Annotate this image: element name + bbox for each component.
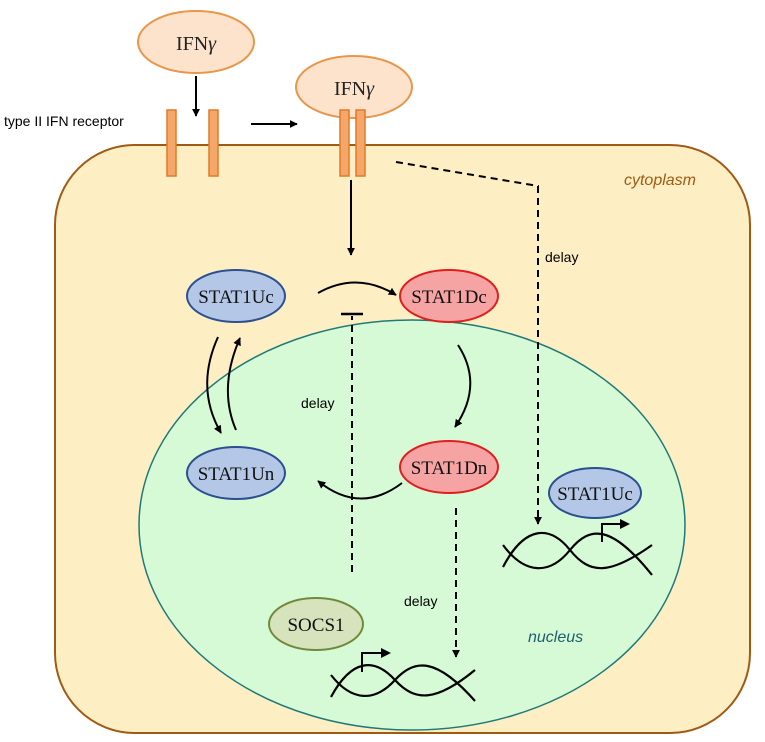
delay-label-cytoplasm: delay (545, 249, 578, 265)
arrow-dephosphorylation (317, 480, 403, 500)
dna-gene-socs1 (330, 664, 476, 702)
stat1uc-label: STAT1Uc (198, 287, 274, 308)
receptor-label: type II IFN receptor (4, 113, 124, 129)
stat1un-label: STAT1Un (198, 464, 275, 485)
bound-receptor-subunit-left (339, 109, 350, 177)
socs1-label: SOCS1 (287, 615, 344, 636)
bound-receptor-subunit-right (355, 109, 366, 177)
stat1un-node (186, 446, 286, 500)
cytoplasm-label: cytoplasm (624, 172, 696, 189)
ifn-gamma-free-label: IFNγ (176, 33, 217, 55)
stat1dc-label: STAT1Dc (411, 287, 487, 308)
stat1uc-gene-node (548, 467, 642, 519)
stat1dn-label: STAT1Dn (411, 458, 488, 479)
receptor-subunit-left (166, 109, 177, 177)
stat1uc-gene-label: STAT1Uc (557, 484, 633, 505)
ifn-gamma-free-node (137, 10, 255, 74)
stat1dc-node (399, 269, 499, 323)
arrow-phosphorylation (317, 281, 397, 296)
nucleus-label: nucleus (528, 629, 583, 646)
stat1dn-node (399, 440, 499, 494)
ifn-gamma-bound-node (295, 55, 413, 119)
arrow-stat1u-export (227, 337, 241, 431)
promoter-arrow-bottom-icon (361, 648, 391, 672)
socs1-node (268, 597, 364, 651)
dashed-delay-path-receptor-to-gene (395, 161, 542, 525)
stat1uc-node (186, 269, 286, 323)
promoter-arrow-right-icon (601, 519, 630, 542)
dna-gene-stat1 (502, 531, 653, 576)
delay-label-inhibition: delay (301, 395, 334, 411)
arrow-stat1d-import (454, 344, 472, 428)
arrow-stat1u-import (206, 336, 222, 434)
receptor-subunit-right (208, 109, 219, 177)
delay-label-nucleus: delay (404, 593, 437, 609)
ifn-gamma-bound-label: IFNγ (334, 78, 375, 100)
